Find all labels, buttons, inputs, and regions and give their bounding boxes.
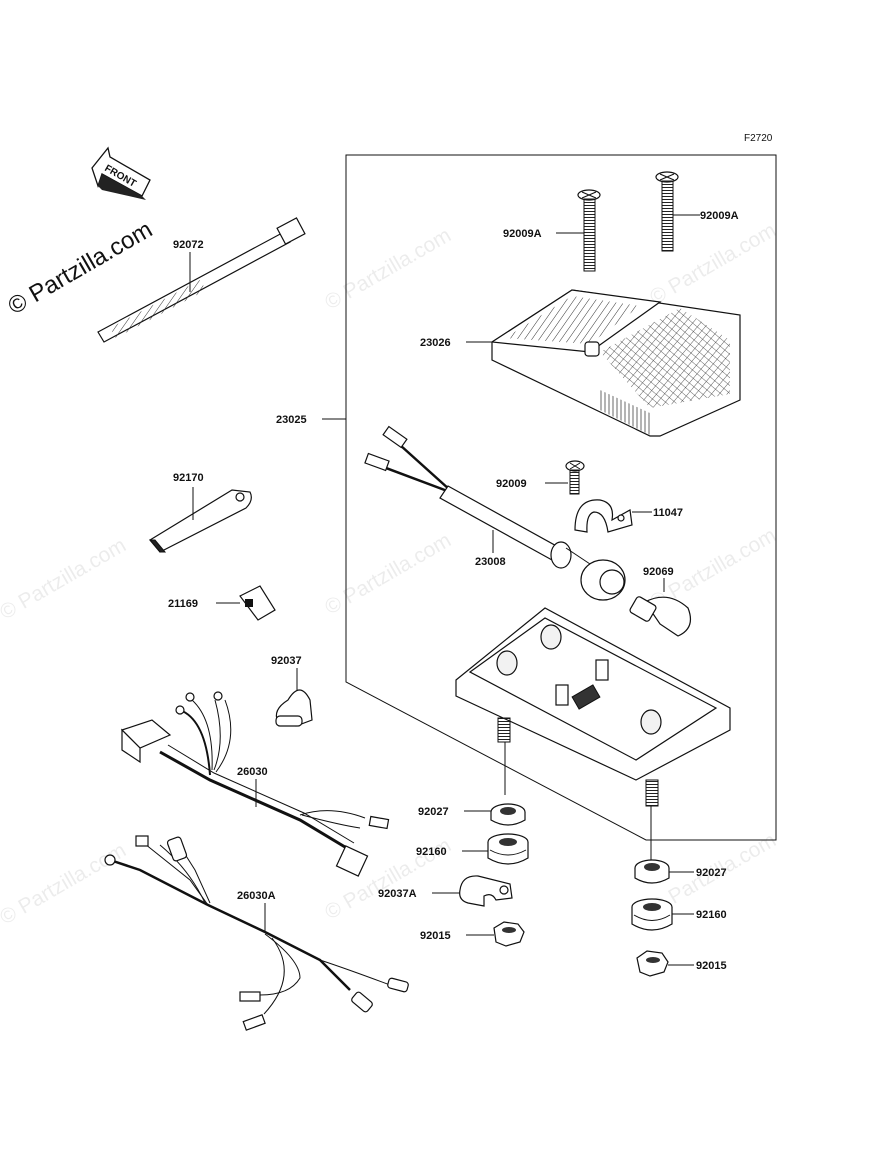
callout-92009A-left: 92009A [503, 228, 542, 240]
clamp-92037A [459, 875, 513, 907]
watermark: © Partzilla.com [0, 534, 130, 625]
callout-92009A-right: 92009A [700, 210, 739, 222]
clamp-92037 [275, 689, 313, 727]
wire-harness-26030A [104, 835, 409, 1031]
callout-21169: 21169 [168, 598, 198, 610]
callout-92015-left: 92015 [420, 930, 451, 942]
callout-23025: 23025 [276, 414, 307, 426]
grommet-92160-left [487, 833, 529, 865]
bolt-92009A-left [577, 189, 601, 272]
grommet-92027-left [490, 803, 526, 826]
callout-labels: 92072 92009A 92009A 23026 23025 92009 11… [168, 210, 739, 972]
callout-11047: 11047 [653, 507, 683, 519]
grommet-92160-right [631, 898, 673, 931]
nut-92015-right [636, 950, 669, 977]
callout-23008: 23008 [475, 556, 506, 568]
screw-92009 [565, 460, 585, 495]
callout-92027-right: 92027 [696, 867, 727, 879]
watermark: © Partzilla.com [0, 839, 130, 930]
grommet-92027-right [634, 859, 670, 884]
callout-92037A: 92037A [378, 888, 417, 900]
callout-92160-right: 92160 [696, 909, 727, 921]
callout-92015-right: 92015 [696, 960, 727, 972]
watermark: © Partzilla.com [321, 529, 455, 620]
callout-92009: 92009 [496, 478, 527, 490]
figure-code: F2720 [744, 133, 773, 144]
lamp-base-housing [455, 607, 731, 807]
cable-tie-92072 [97, 217, 306, 343]
callout-92037: 92037 [271, 655, 302, 667]
clamp-11047 [574, 499, 633, 533]
front-arrow-icon: FRONT [91, 146, 151, 200]
clip-21169 [239, 585, 276, 621]
callout-92170: 92170 [173, 472, 204, 484]
strap-92170 [148, 489, 252, 553]
callout-26030: 26030 [237, 766, 268, 778]
callout-92072: 92072 [173, 239, 204, 251]
lens-23026 [490, 289, 741, 437]
callout-26030A: 26030A [237, 890, 276, 902]
callout-92160-left: 92160 [416, 846, 447, 858]
wire-harness-26030 [120, 691, 390, 877]
nut-92015-left [493, 921, 525, 947]
watermark-partzilla: © Partzilla.com [4, 216, 158, 320]
bulb-92069 [629, 596, 691, 637]
assembly-bracket [345, 154, 777, 841]
callout-23026: 23026 [420, 337, 451, 349]
callout-92069: 92069 [643, 566, 674, 578]
callout-92027-left: 92027 [418, 806, 449, 818]
watermark: © Partzilla.com [321, 224, 455, 315]
bolt-92009A-right [655, 171, 679, 252]
socket-harness-23008 [364, 425, 626, 601]
